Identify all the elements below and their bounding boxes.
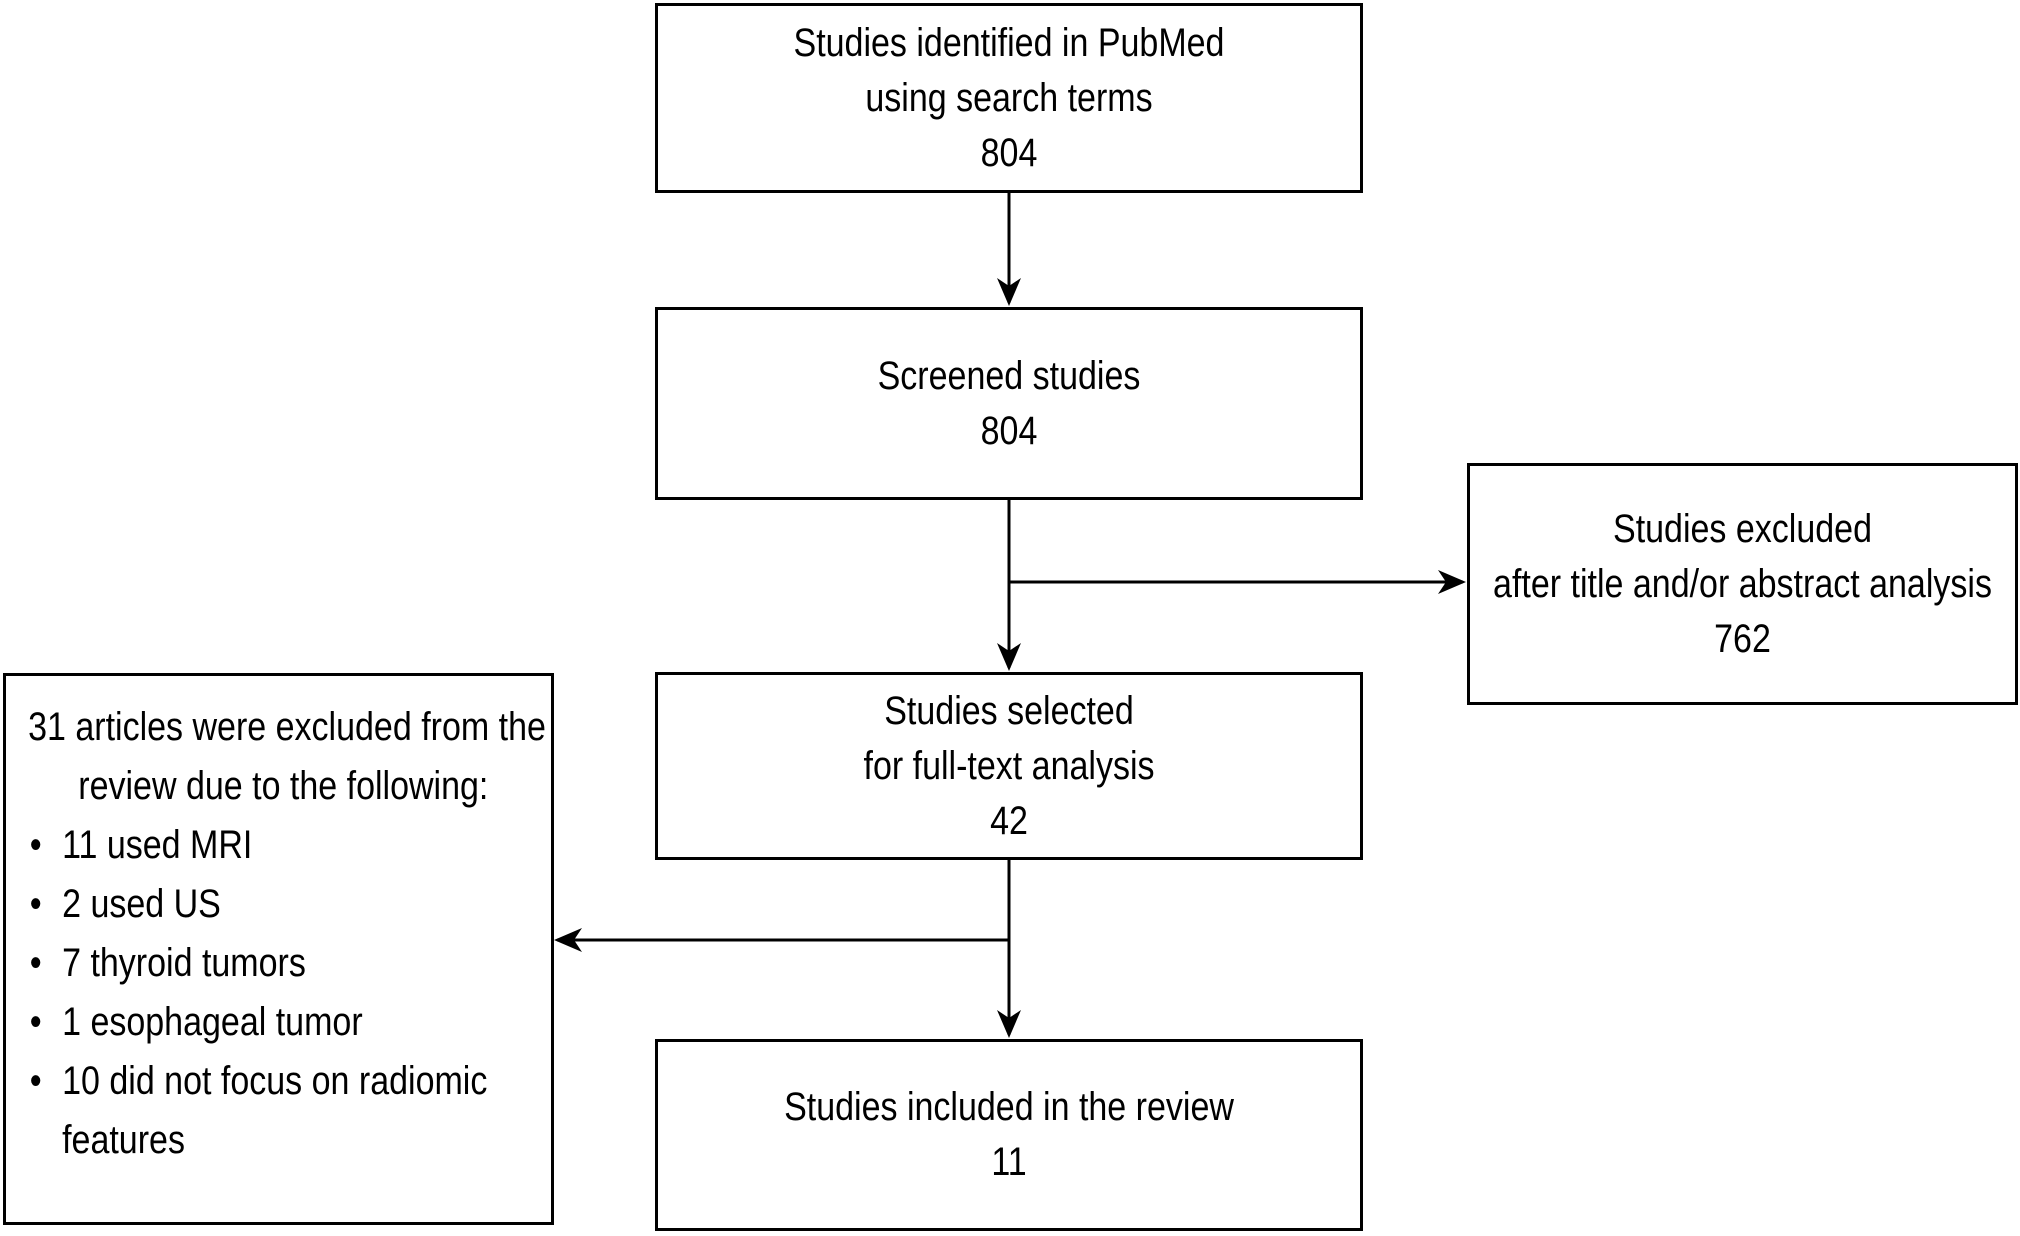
selected-line2: for full-text analysis <box>863 743 1155 788</box>
excluded-reason-item: • 11 used MRI <box>28 816 544 875</box>
bullet-icon: • <box>29 823 42 867</box>
bullet-icon: • <box>29 882 42 926</box>
bullet-icon: • <box>29 941 42 985</box>
screened-count: 804 <box>980 408 1038 453</box>
excluded-right-line2: after title and/or abstract analysis <box>1493 561 1992 606</box>
arrowhead-down-included <box>997 1010 1021 1038</box>
arrowhead-down-selected <box>997 643 1021 671</box>
box-screened-studies: Screened studies 804 <box>655 307 1363 500</box>
excluded-reason-text: 7 thyroid tumors <box>62 941 306 985</box>
box-studies-selected: Studies selected for full-text analysis … <box>655 672 1363 860</box>
excluded-reason-text: 1 esophageal tumor <box>62 1000 363 1044</box>
box-studies-excluded-title-abstract: Studies excluded after title and/or abst… <box>1467 463 2018 705</box>
screened-line1: Screened studies <box>877 353 1141 398</box>
included-count: 11 <box>991 1140 1027 1184</box>
bullet-icon: • <box>29 1000 42 1044</box>
excluded-reason-item: • 1 esophageal tumor <box>28 993 544 1052</box>
box-articles-excluded-full-text: 31 articles were excluded from the revie… <box>3 673 554 1225</box>
excluded-reason-item: • 7 thyroid tumors <box>28 934 544 993</box>
excluded-reason-item: • 10 did not focus on radiomic features <box>28 1052 544 1170</box>
excluded-reason-text: 2 used US <box>62 882 221 926</box>
selected-count: 42 <box>990 798 1028 843</box>
selected-line1: Studies selected <box>884 688 1134 733</box>
box-studies-identified: Studies identified in PubMed using searc… <box>655 3 1363 193</box>
excluded-reason-text: 11 used MRI <box>62 823 253 867</box>
arrowhead-down-screened <box>997 278 1021 306</box>
identified-line2: using search terms <box>865 75 1153 120</box>
excluded-reason-text: 10 did not focus on radiomic features <box>62 1059 488 1162</box>
included-line1: Studies included in the review <box>784 1085 1234 1129</box>
excluded-right-line1: Studies excluded <box>1613 506 1872 551</box>
excluded-reason-item: • 2 used US <box>28 875 544 934</box>
identified-count: 804 <box>980 130 1038 175</box>
excluded-left-heading-line1: 31 articles were excluded from the <box>28 705 546 749</box>
excluded-right-count: 762 <box>1714 616 1771 661</box>
identified-line1: Studies identified in PubMed <box>793 20 1225 65</box>
arrowhead-left-excluded <box>554 928 582 952</box>
arrowhead-right-excluded <box>1438 570 1466 594</box>
bullet-icon: • <box>29 1059 42 1103</box>
box-studies-included: Studies included in the review 11 <box>655 1039 1363 1231</box>
excluded-left-heading-line2: review due to the following: <box>78 764 489 808</box>
